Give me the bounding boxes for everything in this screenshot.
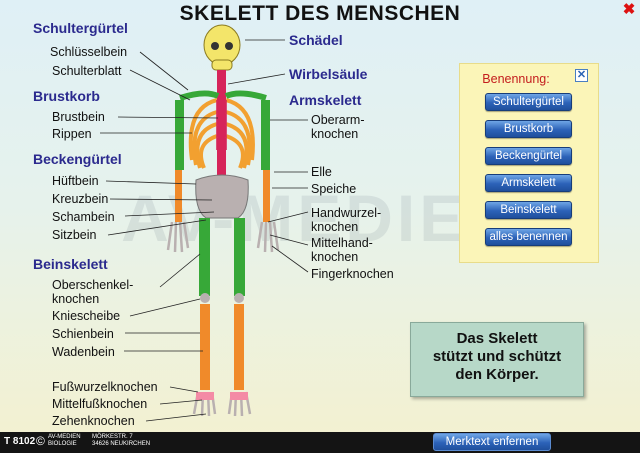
button-alles-benennen[interactable]: alles benennen	[485, 228, 572, 246]
panel-title: Benennung:	[482, 72, 550, 86]
label-brustbein: Brustbein	[52, 110, 105, 124]
label-elle: Elle	[311, 165, 332, 179]
label-fusswurzelknochen: Fußwurzelknochen	[52, 380, 158, 394]
publisher-address: MÖRKESTR. 7 34626 NEUKIRCHEN	[92, 434, 150, 448]
copyright-icon: ©	[36, 434, 45, 448]
label-oberarm-2: knochen	[311, 127, 359, 141]
close-icon[interactable]: ✖	[622, 1, 636, 18]
category-schadel: Schädel	[289, 32, 343, 48]
label-zehenknochen: Zehenknochen	[52, 414, 135, 428]
publisher-info: AV-MEDIEN BIOLOGIE	[48, 434, 81, 448]
label-schambein: Schambein	[52, 210, 115, 224]
button-armskelett[interactable]: Armskelett	[485, 174, 572, 192]
label-schienbein: Schienbein	[52, 327, 114, 341]
button-beinskelett[interactable]: Beinskelett	[485, 201, 572, 219]
button-schultergurtel[interactable]: Schultergürtel	[485, 93, 572, 111]
address-street: MÖRKESTR. 7	[92, 434, 133, 440]
info-line-3: den Körper.	[455, 366, 539, 383]
label-schlusselbein: Schlüsselbein	[50, 45, 128, 59]
label-handwurzel-1: Handwurzel-	[311, 206, 382, 220]
category-beinskelett: Beinskelett	[33, 256, 108, 272]
publisher-subject: BIOLOGIE	[48, 441, 77, 447]
label-mittelhand-2: knochen	[311, 250, 359, 264]
label-oberschenkel-1: Oberschenkel-	[52, 278, 134, 292]
info-box: Das Skelett stützt und schützt den Körpe…	[410, 322, 584, 397]
label-mittelhand-1: Mittelhand-	[311, 236, 373, 250]
label-huftbein: Hüftbein	[52, 174, 99, 188]
button-brustkorb[interactable]: Brustkorb	[485, 120, 572, 138]
label-oberarm-1: Oberarm-	[311, 113, 365, 127]
product-code: T 8102	[4, 436, 36, 447]
label-wadenbein: Wadenbein	[52, 345, 115, 359]
panel-close-icon[interactable]: ✕	[575, 69, 588, 82]
label-kniescheibe: Kniescheibe	[52, 309, 121, 323]
info-line-1: Das Skelett	[456, 330, 538, 347]
page-title: SKELETT DES MENSCHEN	[179, 2, 461, 25]
info-line-2: stützt und schützt	[432, 348, 562, 365]
label-schulterblatt: Schulterblatt	[52, 64, 122, 78]
address-city: 34626 NEUKIRCHEN	[92, 441, 151, 447]
category-beckengurtel: Beckengürtel	[33, 151, 122, 167]
category-armskelett: Armskelett	[289, 92, 362, 108]
naming-panel: Benennung: ✕ Schultergürtel Brustkorb Be…	[459, 63, 599, 263]
remove-note-button[interactable]: Merktext enfernen	[433, 433, 551, 451]
category-wirbelsaule: Wirbelsäule	[289, 66, 368, 82]
label-speiche: Speiche	[311, 182, 357, 196]
label-sitzbein: Sitzbein	[52, 228, 97, 242]
label-mittelfussknochen: Mittelfußknochen	[52, 397, 148, 411]
label-rippen: Rippen	[52, 127, 92, 141]
footer-bar: T 8102 © AV-MEDIEN BIOLOGIE MÖRKESTR. 7 …	[0, 432, 640, 453]
button-beckengurtel[interactable]: Beckengürtel	[485, 147, 572, 165]
label-kreuzbein: Kreuzbein	[52, 192, 109, 206]
label-fingerknochen: Fingerknochen	[311, 267, 394, 281]
category-schultergurtel: Schultergürtel	[33, 20, 128, 36]
publisher-name: AV-MEDIEN	[48, 434, 81, 440]
category-brustkorb: Brustkorb	[33, 88, 100, 104]
label-oberschenkel-2: knochen	[52, 292, 100, 306]
label-handwurzel-2: knochen	[311, 220, 359, 234]
